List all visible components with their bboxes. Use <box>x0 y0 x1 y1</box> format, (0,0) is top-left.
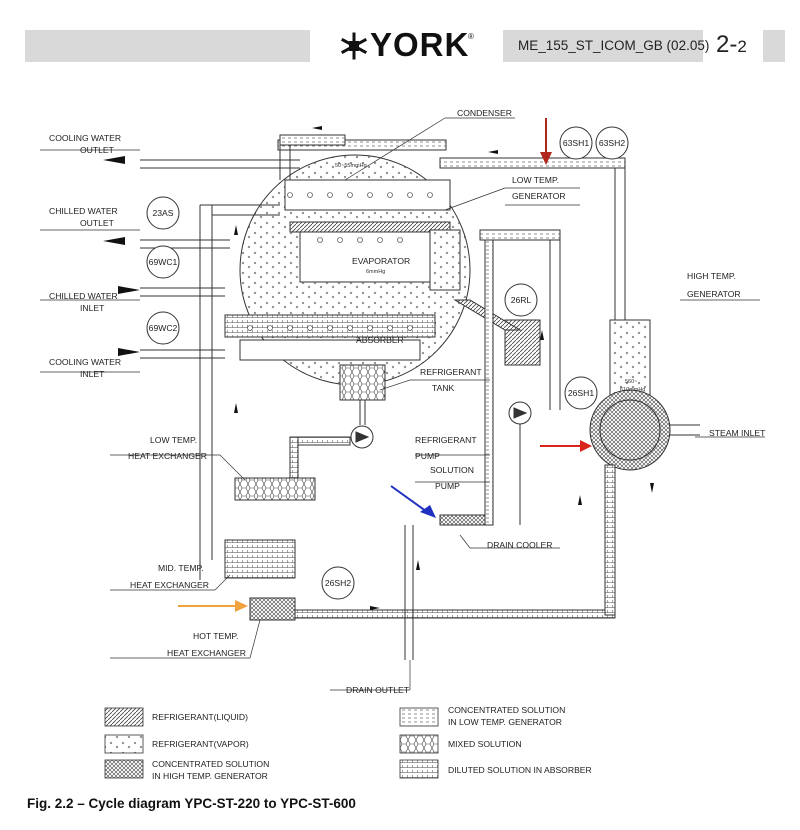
label-solution-pump-1: SOLUTION <box>430 465 474 475</box>
registered-mark: ® <box>468 32 474 41</box>
label-refrigerant-pump-2: PUMP <box>415 451 440 461</box>
legend-refrigerant-liquid: REFRIGERANT(LIQUID) <box>152 712 248 722</box>
gauge-63sh1: 63SH1 <box>562 138 590 148</box>
label-low-temp-generator-2: GENERATOR <box>512 191 566 201</box>
tube-rows <box>247 192 433 331</box>
label-refrigerant-tank-2: TANK <box>432 383 455 393</box>
legend-conc-htg-2: IN HIGH TEMP. GENERATOR <box>152 771 268 781</box>
label-evaporator: EVAPORATOR <box>352 256 411 266</box>
header-bar-left <box>25 30 310 62</box>
ltg-piping <box>439 157 626 410</box>
gauge-23as: 23AS <box>152 208 174 218</box>
label-drain-cooler: DRAIN COOLER <box>487 540 553 550</box>
condenser-header <box>279 134 346 180</box>
gauge-26rl: 26RL <box>510 295 532 305</box>
label-low-temp-hx-2: HEAT EXCHANGER <box>128 451 207 461</box>
figure-caption: Fig. 2.2 – Cycle diagram YPC-ST-220 to Y… <box>27 796 356 811</box>
flow-arrows-water <box>103 156 140 356</box>
label-chilled-water-inlet-2: INLET <box>80 303 105 313</box>
label-chilled-water-inlet-1: CHILLED WATER <box>49 291 118 301</box>
label-cooling-water-outlet-2: OUTLET <box>80 145 114 155</box>
label-high-temp-generator-2: GENERATOR <box>687 289 741 299</box>
label-absorber: ABSORBER <box>356 335 404 345</box>
label-mid-temp-hx-1: MID. TEMP. <box>158 563 204 573</box>
document-id: ME_155_ST_ICOM_GB (02.05) <box>518 38 710 53</box>
label-solution-pump-2: PUMP <box>435 481 460 491</box>
legend-conc-htg-1: CONCENTRATED SOLUTION <box>152 759 270 769</box>
solution-piping <box>224 239 616 660</box>
annotation-arrows <box>178 118 592 612</box>
label-htg-pressure-2: 610mmHg <box>620 387 646 393</box>
label-steam-inlet: STEAM INLET <box>709 428 766 438</box>
legend-conc-ltg-1: CONCENTRATED SOLUTION <box>448 705 566 715</box>
label-chilled-water-outlet-1: CHILLED WATER <box>49 206 118 216</box>
main-shell <box>224 139 471 401</box>
high-temp-generator <box>589 319 700 471</box>
legend-swatches <box>104 707 439 779</box>
label-chilled-water-outlet-2: OUTLET <box>80 218 114 228</box>
label-cooling-water-outlet-1: COOLING WATER <box>49 133 122 143</box>
gauge-63sh2: 63SH2 <box>598 138 626 148</box>
legend-conc-ltg-2: IN LOW TEMP. GENERATOR <box>448 717 562 727</box>
header-bar-end <box>763 30 785 62</box>
legend-diluted-solution: DILUTED SOLUTION IN ABSORBER <box>448 765 592 775</box>
label-htg-pressure-1: 560~ <box>625 379 638 385</box>
flow-arrows <box>234 126 654 610</box>
label-condenser: CONDENSER <box>457 108 512 118</box>
label-cooling-water-inlet-2: INLET <box>80 369 105 379</box>
gauge-26sh1: 26SH1 <box>567 388 595 398</box>
label-high-temp-generator-1: HIGH TEMP. <box>687 271 736 281</box>
page-number-sub: 2 <box>737 37 747 56</box>
brand-name: YORK <box>370 26 470 63</box>
label-refrigerant-tank-1: REFRIGERANT <box>420 367 482 377</box>
snowflake-logo-icon <box>340 32 368 60</box>
label-evaporator-pressure: 6mmHg <box>366 269 386 275</box>
label-condenser-pressure: 50~55mmHg <box>335 163 367 169</box>
label-drain-outlet: DRAIN OUTLET <box>346 685 410 695</box>
label-hot-temp-hx-2: HEAT EXCHANGER <box>167 648 246 658</box>
label-low-temp-hx-1: LOW TEMP. <box>150 435 197 445</box>
label-cooling-water-inlet-1: COOLING WATER <box>49 357 122 367</box>
gauge-69wc2: 69WC2 <box>148 323 178 333</box>
header-bar-doc <box>503 30 703 62</box>
gauge-69wc1: 69WC1 <box>148 257 178 267</box>
gauge-26sh2: 26SH2 <box>324 578 352 588</box>
page-number-main: 2- <box>716 31 738 58</box>
pumps <box>350 401 532 449</box>
page-number: 2-2 <box>716 31 747 59</box>
label-hot-temp-hx-1: HOT TEMP. <box>193 631 239 641</box>
gauge-circles <box>146 126 629 600</box>
label-refrigerant-pump-1: REFRIGERANT <box>415 435 477 445</box>
label-mid-temp-hx-2: HEAT EXCHANGER <box>130 580 209 590</box>
legend-mixed-solution: MIXED SOLUTION <box>448 739 522 749</box>
legend-refrigerant-vapor: REFRIGERANT(VAPOR) <box>152 739 249 749</box>
label-low-temp-generator-1: LOW TEMP. <box>512 175 559 185</box>
leader-lines <box>40 117 765 691</box>
